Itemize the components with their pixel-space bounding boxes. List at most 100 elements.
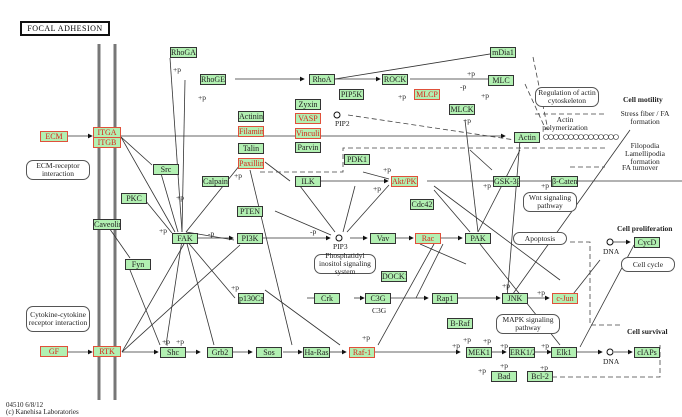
label-c3g: C3G [372,306,387,315]
node-vinculin[interactable]: Vinculin [295,128,321,139]
node-pip5k[interactable]: PIP5K [339,89,364,100]
other-edges [106,57,682,353]
link-mapk-signaling-pathway[interactable]: MAPK signaling pathway [496,314,560,334]
node-ecm[interactable]: ECM [40,131,68,142]
node-mek1[interactable]: MEK1 [466,347,492,358]
node-c-jun[interactable]: c-Jun [552,293,578,304]
node-talin[interactable]: Talin [238,143,264,154]
node-gsk3b[interactable]: GSK-3β [493,176,520,187]
node-rhogef[interactable]: RhoGEF [200,74,226,85]
label-plus-p: +p [483,336,491,345]
node-mlck[interactable]: MLCK [449,104,475,115]
node-gf[interactable]: GF [40,346,68,357]
node-pten[interactable]: PTEN [237,206,263,217]
node-mdia1[interactable]: mDia1 [490,47,516,58]
node-ha-ras[interactable]: Ha-Ras [303,347,330,358]
node-orf2[interactable]: C3G [365,293,391,304]
node-calpain[interactable]: Calpain [202,176,229,187]
node-pi3k[interactable]: PI3K [237,233,263,244]
label-plus-p: +p [362,333,370,342]
node-pak[interactable]: PAK [465,233,491,244]
node-raf-1[interactable]: Raf-1 [349,347,375,358]
node-akt-pkb[interactable]: Akt/PKB [391,176,418,187]
indirect-edges [260,56,661,378]
label-plus-p: +p [500,361,508,370]
node-dock1[interactable]: DOCK1 [381,271,407,282]
node-paxillin[interactable]: Paxillin [238,158,264,169]
footer-map-id: 04510 6/8/12 [6,401,44,409]
link-regulation-of-actin-cytoskeleton[interactable]: Regulation of actin cytoskeleton [535,87,599,107]
node-bcl-2[interactable]: Bcl-2 [527,371,553,382]
node-beta-catenin[interactable]: β-Catenin [551,176,578,187]
label-pip3: PIP3 [333,242,348,251]
label-plus-p: +p [176,337,184,346]
label-dna-survival: DNA [603,357,620,366]
link-cell-cycle[interactable]: Cell cycle [621,257,675,272]
node-actinin[interactable]: Actinin [238,111,264,122]
label-plus-p: +p [500,341,508,350]
label-plus-p: +p [502,281,510,290]
link-cytokine-receptor-interaction[interactable]: Cytokine-cytokine receptor interaction [26,306,90,332]
node-vav[interactable]: Vav [370,233,396,244]
label-plus-p: +p [173,65,181,74]
label-plus-p: +p [234,171,242,180]
node-actin[interactable]: Actin [514,132,540,143]
label-minus-p: -p [208,229,215,238]
node-mlcp[interactable]: MLCP [414,89,440,100]
node-rhoa[interactable]: RhoA [309,74,335,85]
link-ecm-receptor-interaction[interactable]: ECM-receptor interaction [26,160,90,180]
node-parvin[interactable]: Parvin [295,142,321,153]
node-rhogap[interactable]: RhoGAP [170,47,197,58]
node-mlc[interactable]: MLC [488,75,514,86]
node-cdc42[interactable]: Cdc42 [410,199,434,210]
node-b-raf[interactable]: B-Raf [447,318,473,329]
node-shc[interactable]: Shc [160,347,186,358]
label-plus-p: +p [478,366,486,375]
label-plus-p: +p [467,69,475,78]
link-apoptosis[interactable]: Apoptosis [513,232,567,245]
label-plus-p: +p [463,116,471,125]
node-p130cas[interactable]: p130Cas [238,293,264,304]
label-plus-p: +p [541,181,549,190]
label-actin-polymerization: Actin polymerization [542,115,588,132]
node-bad[interactable]: Bad [491,371,517,382]
node-ciaps[interactable]: cIAPs [634,347,660,358]
label-cell-proliferation: Cell proliferation [617,224,673,233]
node-rac[interactable]: Rac [415,233,441,244]
node-grb2[interactable]: Grb2 [207,347,233,358]
label-plus-p: +p [481,91,489,100]
label-cell-survival: Cell survival [627,327,668,336]
label-plus-p: +p [483,181,491,190]
node-crk[interactable]: Crk [314,293,340,304]
label-plus-p: +p [541,341,549,350]
node-fak[interactable]: FAK [172,233,198,244]
node-rap1[interactable]: Rap1 [432,293,458,304]
node-elk1[interactable]: Elk1 [551,347,577,358]
label-plus-p: +p [452,341,460,350]
footer: 04510 6/8/12 (c) Kanehisa Laboratories [6,402,79,416]
node-jnk[interactable]: JNK [502,293,528,304]
node-vasp[interactable]: VASP [295,113,321,124]
node-rock[interactable]: ROCK [382,74,408,85]
label-plus-p: +p [398,92,406,101]
node-pdk1[interactable]: PDK1 [344,154,370,165]
node-itgb[interactable]: ITGB [93,137,121,148]
label-plus-p: +p [159,226,167,235]
label-dna-proliferation: DNA [603,247,620,256]
node-erk[interactable]: ERK1/2 [509,347,535,358]
label-plus-p: +p [198,93,206,102]
node-caveolin[interactable]: Caveolin [93,219,121,230]
label-minus-p: -p [310,227,317,236]
node-zyxin[interactable]: Zyxin [295,99,321,110]
actin-polymer-chain [543,134,619,140]
node-pkc[interactable]: PKC [121,193,147,204]
link-wnt-signaling-pathway[interactable]: Wnt signaling pathway [523,192,577,212]
node-fyn[interactable]: Fyn [125,259,151,270]
node-filamin[interactable]: Filamin [238,126,264,137]
node-rtk[interactable]: RTK [93,346,121,357]
link-pi-signaling-system[interactable]: Phosphatidyl inositol signaling system [314,252,376,276]
node-cycd[interactable]: CycD [634,237,660,248]
node-sos[interactable]: Sos [256,347,282,358]
node-src[interactable]: Src [153,164,179,175]
node-ilk[interactable]: ILK [295,176,321,187]
